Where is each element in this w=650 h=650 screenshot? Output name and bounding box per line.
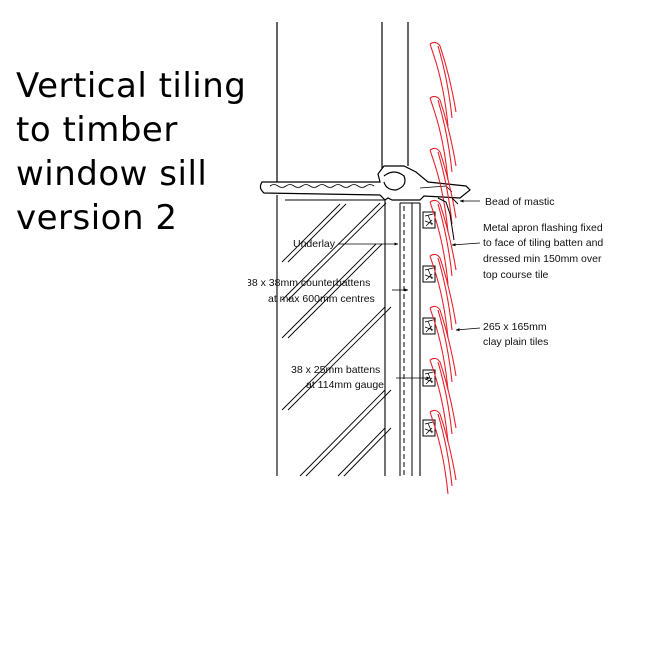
label-crop-mask bbox=[236, 275, 248, 289]
hatch-line bbox=[299, 389, 386, 477]
hatch-line bbox=[287, 306, 392, 411]
label-underlay: Underlay bbox=[293, 238, 336, 250]
tile bbox=[429, 357, 457, 443]
label-counterbattens-1: 38 x 38mm counterbattens bbox=[246, 277, 370, 289]
hatch-line bbox=[287, 202, 387, 301]
label-tiles-2: clay plain tiles bbox=[483, 336, 548, 348]
batten-grain bbox=[424, 213, 434, 227]
label-bead-of-mastic: Bead of mastic bbox=[485, 196, 554, 208]
batten bbox=[422, 265, 436, 283]
label-flashing-3: dressed min 150mm over bbox=[483, 253, 602, 265]
drawing-title: Vertical tiling to timber window sill ve… bbox=[16, 64, 246, 240]
batten bbox=[422, 317, 436, 335]
batten-grain bbox=[424, 267, 434, 281]
label-tiles-1: 265 x 165mm bbox=[483, 321, 547, 333]
clay-plain-tiles bbox=[429, 41, 457, 495]
label-counterbattens-2: at max 600mm centres bbox=[268, 293, 375, 305]
batten-grain bbox=[424, 421, 434, 435]
wall-hatching bbox=[281, 202, 392, 477]
title-line-3: window sill bbox=[16, 154, 208, 194]
label-battens-2: at 114mm gauge bbox=[306, 379, 384, 391]
counterbatten-zone bbox=[399, 202, 421, 476]
label-flashing-4: top course tile bbox=[483, 269, 549, 281]
tile bbox=[429, 95, 457, 181]
batten-grain bbox=[424, 319, 434, 333]
tile bbox=[429, 409, 457, 495]
hatch-line bbox=[287, 203, 347, 263]
apron-flashing bbox=[437, 197, 459, 241]
title-line-4: version 2 bbox=[16, 198, 178, 238]
leader-lines bbox=[338, 199, 481, 380]
hatch-line bbox=[281, 202, 381, 301]
batten bbox=[422, 211, 436, 229]
batten-grain bbox=[424, 371, 434, 385]
label-battens-1: 38 x 25mm battens bbox=[291, 364, 380, 376]
hatch-line bbox=[343, 427, 392, 477]
tile bbox=[429, 199, 457, 285]
title-line-1: Vertical tiling bbox=[16, 66, 247, 106]
timber-sill bbox=[259, 165, 471, 201]
hatch-line bbox=[281, 243, 377, 339]
tile bbox=[429, 305, 457, 391]
hatch-line bbox=[287, 243, 383, 339]
hatch-line bbox=[337, 427, 386, 477]
label-flashing-1: Metal apron flashing fixed bbox=[483, 222, 603, 234]
tile bbox=[429, 253, 457, 339]
hatch-line bbox=[281, 306, 386, 411]
window-frame bbox=[276, 22, 409, 182]
tiling-battens bbox=[422, 211, 436, 437]
title-line-2: to timber bbox=[16, 110, 178, 150]
hatch-line bbox=[281, 203, 341, 263]
hatch-line bbox=[305, 389, 392, 477]
wall-section bbox=[276, 195, 386, 476]
label-flashing-2: to face of tiling batten and bbox=[483, 237, 603, 249]
tile bbox=[429, 41, 457, 127]
